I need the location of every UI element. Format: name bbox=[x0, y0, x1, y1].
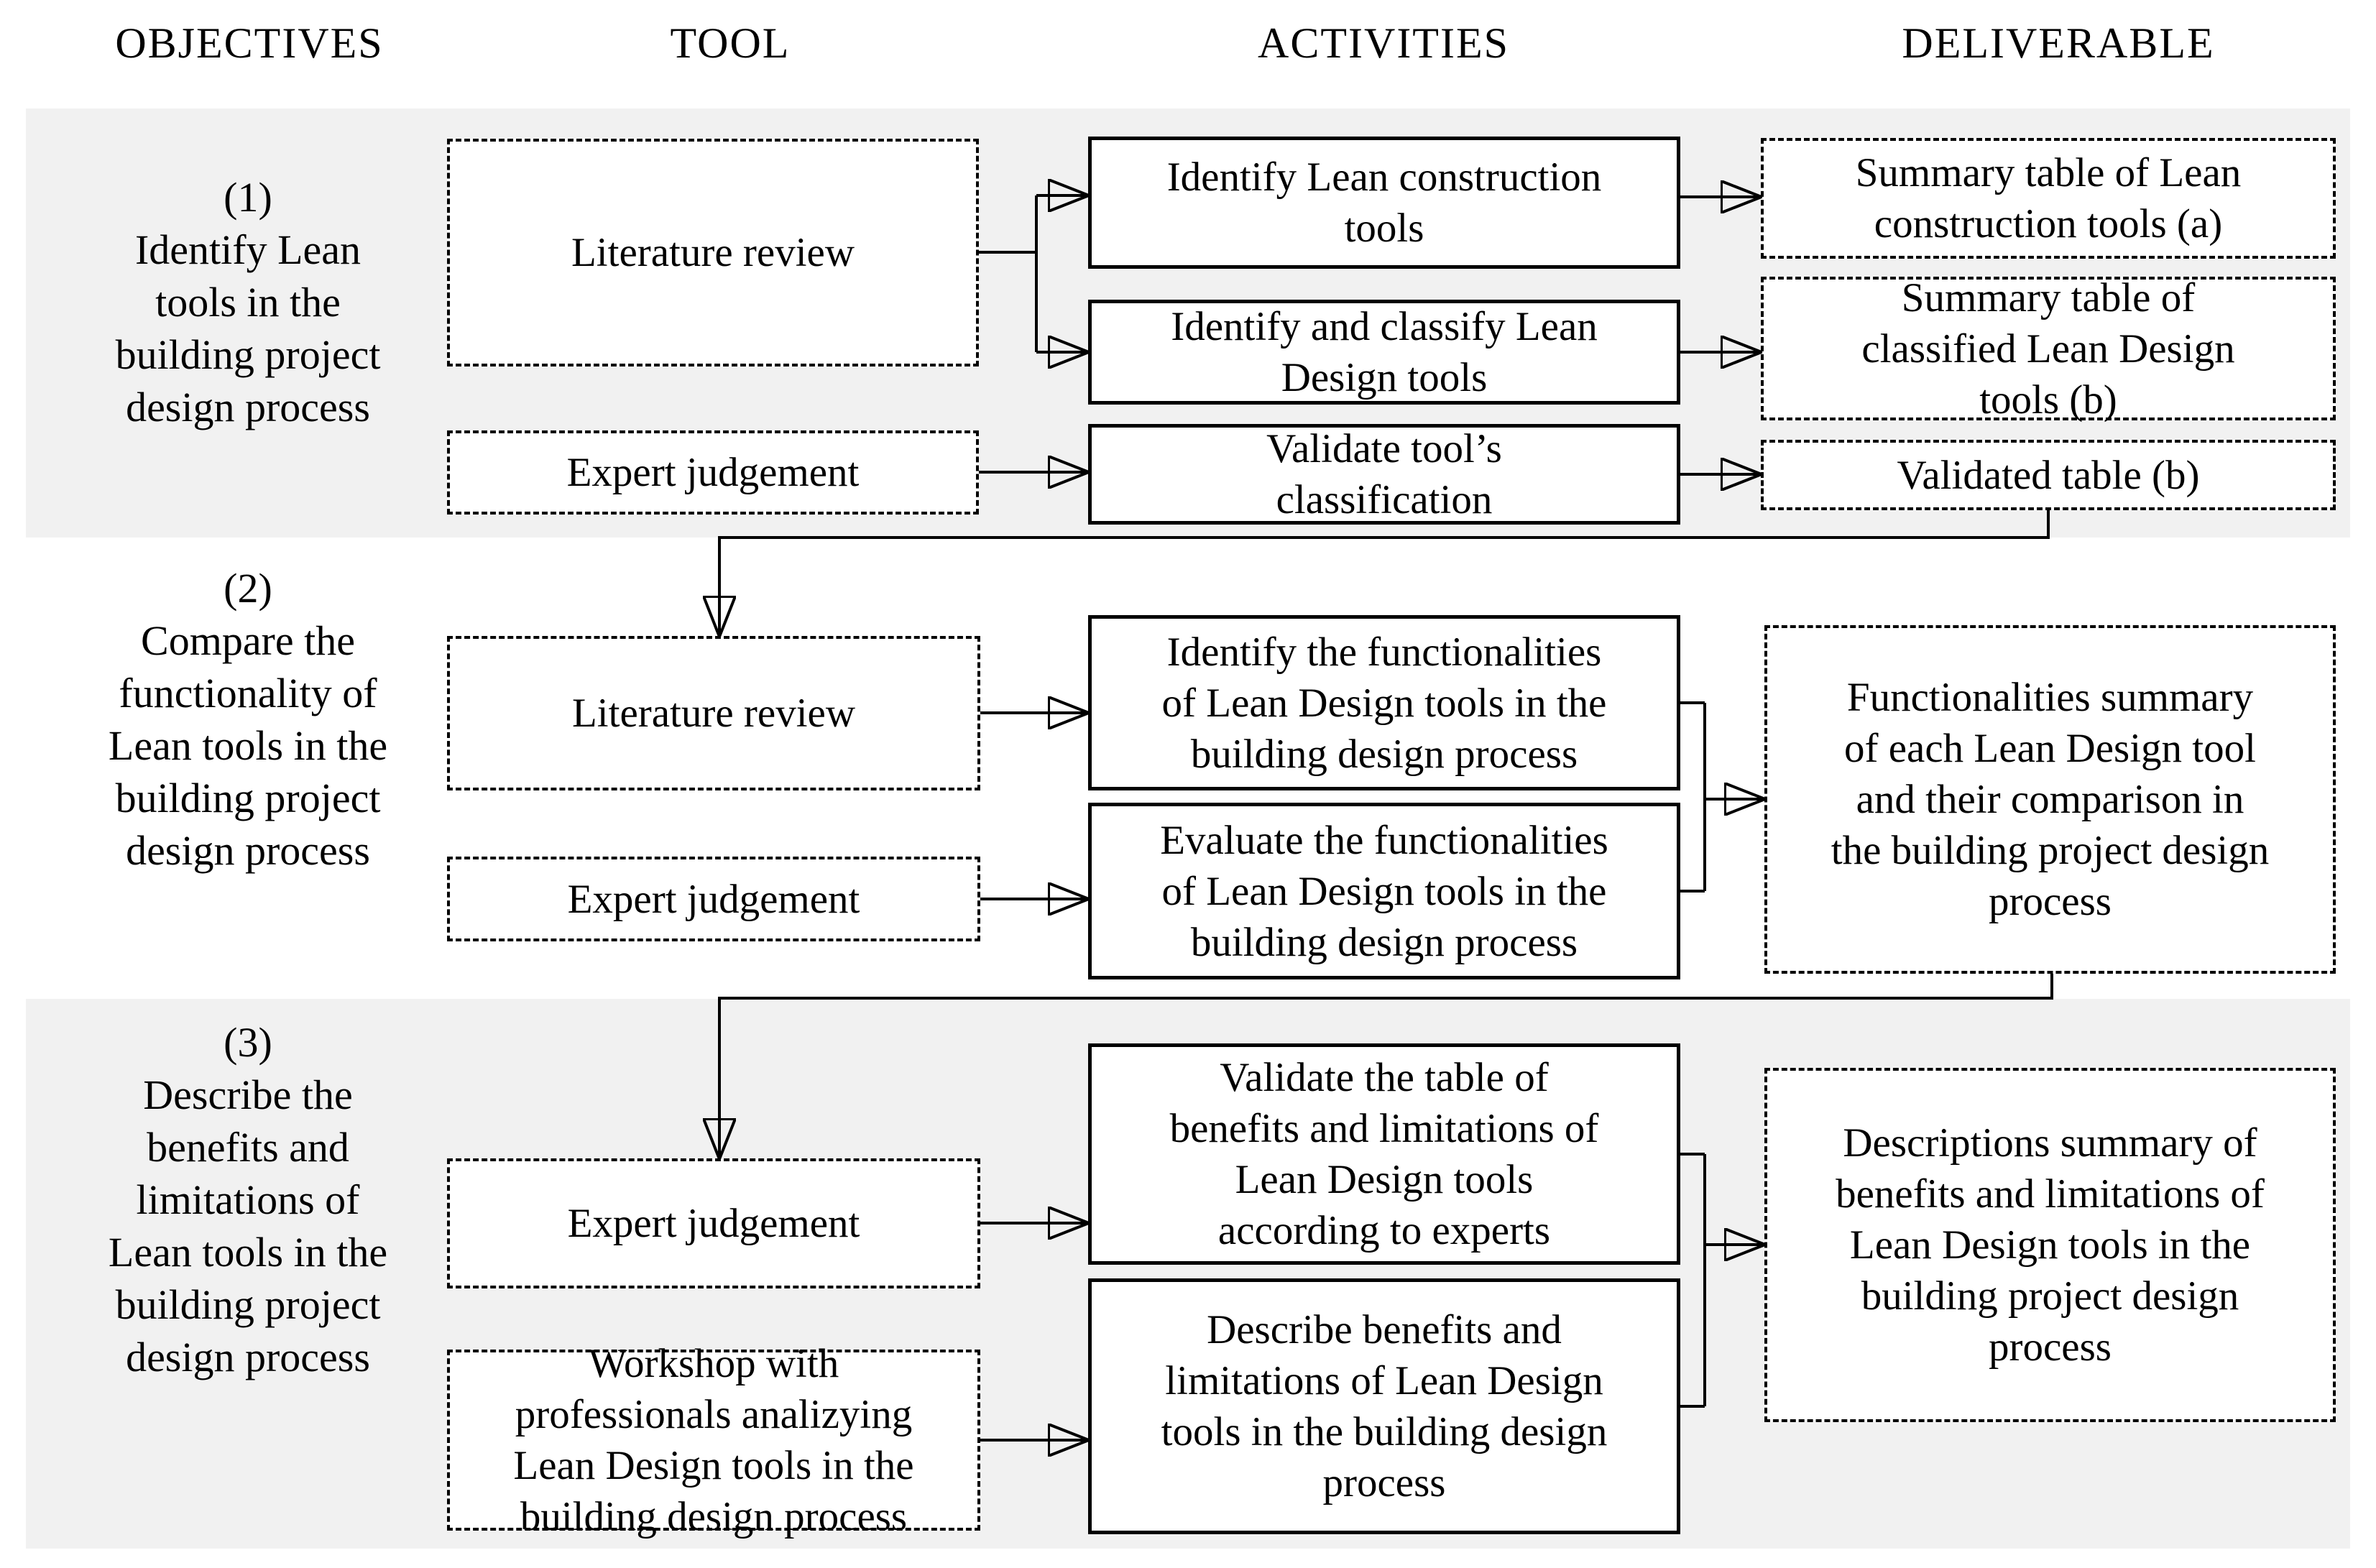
tool-box-s3-expert-judgement: Expert judgement bbox=[447, 1158, 980, 1288]
deliverable-box-s2-functionalities-summary: Functionalities summary of each Lean Des… bbox=[1764, 625, 2336, 974]
activity-box-s2-identify-functionalities: Identify the functionalities of Lean Des… bbox=[1088, 615, 1680, 790]
tool-box-s1-literature-review: Literature review bbox=[447, 139, 979, 366]
column-header-deliverable: DELIVERABLE bbox=[1902, 19, 2215, 67]
objective-1-text: (1) Identify Lean tools in the building … bbox=[115, 174, 381, 430]
objective-3-text: (3) Describe the benefits and limitation… bbox=[108, 1019, 388, 1380]
column-header-objectives: OBJECTIVES bbox=[115, 19, 384, 67]
activity-box-s1-validate-classification: Validate tool’s classification bbox=[1088, 424, 1680, 525]
deliverable-box-s1-summary-classified-tools: Summary table of classified Lean Design … bbox=[1761, 275, 2336, 423]
activity-box-s1-identify-construction-tools: Identify Lean construction tools bbox=[1088, 137, 1680, 269]
deliverable-box-s1-validated-table: Validated table (b) bbox=[1761, 440, 2336, 510]
column-header-activities: ACTIVITIES bbox=[1258, 19, 1509, 67]
activity-box-s3-describe-benefits: Describe benefits and limitations of Lea… bbox=[1088, 1278, 1680, 1534]
tool-box-s3-workshop: Workshop with professionals analizying L… bbox=[447, 1341, 980, 1539]
activity-box-s3-validate-table: Validate the table of benefits and limit… bbox=[1088, 1043, 1680, 1265]
deliverable-box-s3-descriptions-summary: Descriptions summary of benefits and lim… bbox=[1764, 1068, 2336, 1422]
activity-box-s2-evaluate-functionalities: Evaluate the functionalities of Lean Des… bbox=[1088, 803, 1680, 979]
tool-box-s1-expert-judgement: Expert judgement bbox=[447, 430, 979, 515]
deliverable-box-s1-summary-construction-tools: Summary table of Lean construction tools… bbox=[1761, 138, 2336, 259]
objective-2-text: (2) Compare the functionality of Lean to… bbox=[108, 565, 388, 874]
column-header-tool: TOOL bbox=[670, 19, 791, 67]
tool-box-s2-literature-review: Literature review bbox=[447, 636, 980, 790]
activity-box-s1-identify-classify-design-tools: Identify and classify Lean Design tools bbox=[1088, 300, 1680, 405]
tool-box-s2-expert-judgement: Expert judgement bbox=[447, 857, 980, 941]
